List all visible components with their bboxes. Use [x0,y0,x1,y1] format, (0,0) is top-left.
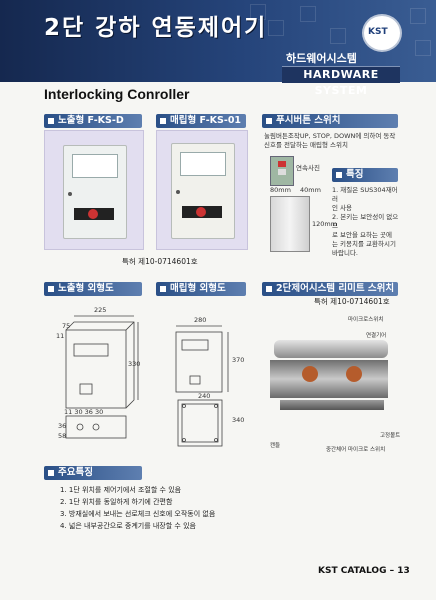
mech-base [280,400,384,410]
indicator-lamp [88,209,98,219]
exposed-hole-spacing: 11 30 36 30 [64,408,104,416]
page-title: Interlocking Conroller [44,86,190,102]
header-title: 2단 강하 연동제어기 [44,15,268,41]
label-micro-switch: 마이크로스위치 [348,317,384,323]
header-pattern [268,20,284,36]
button-up [278,161,286,167]
tab-embedded: 매립형 F-KS-01 [156,114,246,128]
embedded-photo-panel [156,130,248,250]
mech-top-rail [274,340,388,358]
key-hole-icon [176,190,180,194]
pushbutton-box-image [270,196,310,252]
header-pattern [410,8,426,24]
embedded-width-2: 240 [198,392,211,400]
embedded-height-2: 340 [232,416,245,424]
pushbutton-width: 80mm [270,186,291,194]
key-hole-icon [68,192,72,196]
features-short-list: 1. 재질은 SUS304재어러 인 사용 2. 본키는 보안성이 없으므 로 … [332,186,399,257]
header-pattern [415,40,431,56]
embedded-cabinet [171,143,235,239]
brand-english: HARDWARE SYSTEM [282,66,400,97]
pushbutton-front-image [270,156,294,186]
indicator-lamp [196,207,206,217]
label-handle: 캔들 [270,443,281,449]
embedded-dimension-drawing [175,325,229,447]
tab-limit-switch: 2단제어시스템 리미트 스위치 [262,282,398,296]
main-features-list: 1. 1단 위치를 제어기에서 조절할 수 있음 2. 1단 위치를 동일하게 … [60,486,216,530]
exposed-depth: 75 [62,322,71,330]
exposed-cabinet [63,145,127,239]
name-plate [72,154,118,178]
tab-main-features: 주요특징 [44,466,142,480]
exposed-width: 225 [94,306,107,314]
gear-icon [302,366,318,382]
header-pattern [330,28,346,44]
pushbutton-front-label: 연속사진 [296,164,320,172]
embedded-height: 370 [232,356,245,364]
tab-embedded-dimension: 매립형 외형도 [156,282,246,296]
tab-features: 특징 [332,168,398,182]
pushbutton-depth: 40mm [300,186,321,194]
tab-exposed: 노출형 F-KS-D [44,114,142,128]
button-stop [278,169,286,175]
exposed-height: 330 [128,360,141,368]
exposed-dimension-drawing [65,315,139,439]
name-plate [180,152,226,176]
exposed-depth-2: 11 [56,332,65,340]
limit-switch-photo [266,318,396,442]
embedded-width: 280 [194,316,207,324]
exposed-side-1: 36 [58,422,67,430]
mech-body [270,360,388,398]
patent-number: 특허 제10-0714601호 [122,257,198,266]
gear-icon [346,366,362,382]
tab-exposed-dimension: 노출형 외형도 [44,282,142,296]
brand-korean: 하드웨어시스템 [286,52,357,65]
pushbutton-height: 120mm [312,220,338,228]
kst-logo: KST [362,14,402,52]
label-gear: 연결기어 [366,333,387,339]
pushbutton-description: 눌림버튼조작UP, STOP, DOWN에 의하여 동작 신호를 전달하는 매립… [264,132,396,149]
patent-number-2: 특허 제10-0714601호 [314,297,390,306]
exposed-photo-panel [44,130,144,250]
header-pattern [250,4,266,20]
label-mid-switch: 중간체어 마이크로 스위치 [326,447,386,453]
footer-catalog: KST CATALOG – 13 [318,566,410,576]
label-bolt: 고정볼트 [380,433,401,439]
tab-pushbutton: 푸시버튼 스위치 [262,114,398,128]
exposed-side-2: 58 [58,432,67,440]
header-pattern [300,6,316,22]
